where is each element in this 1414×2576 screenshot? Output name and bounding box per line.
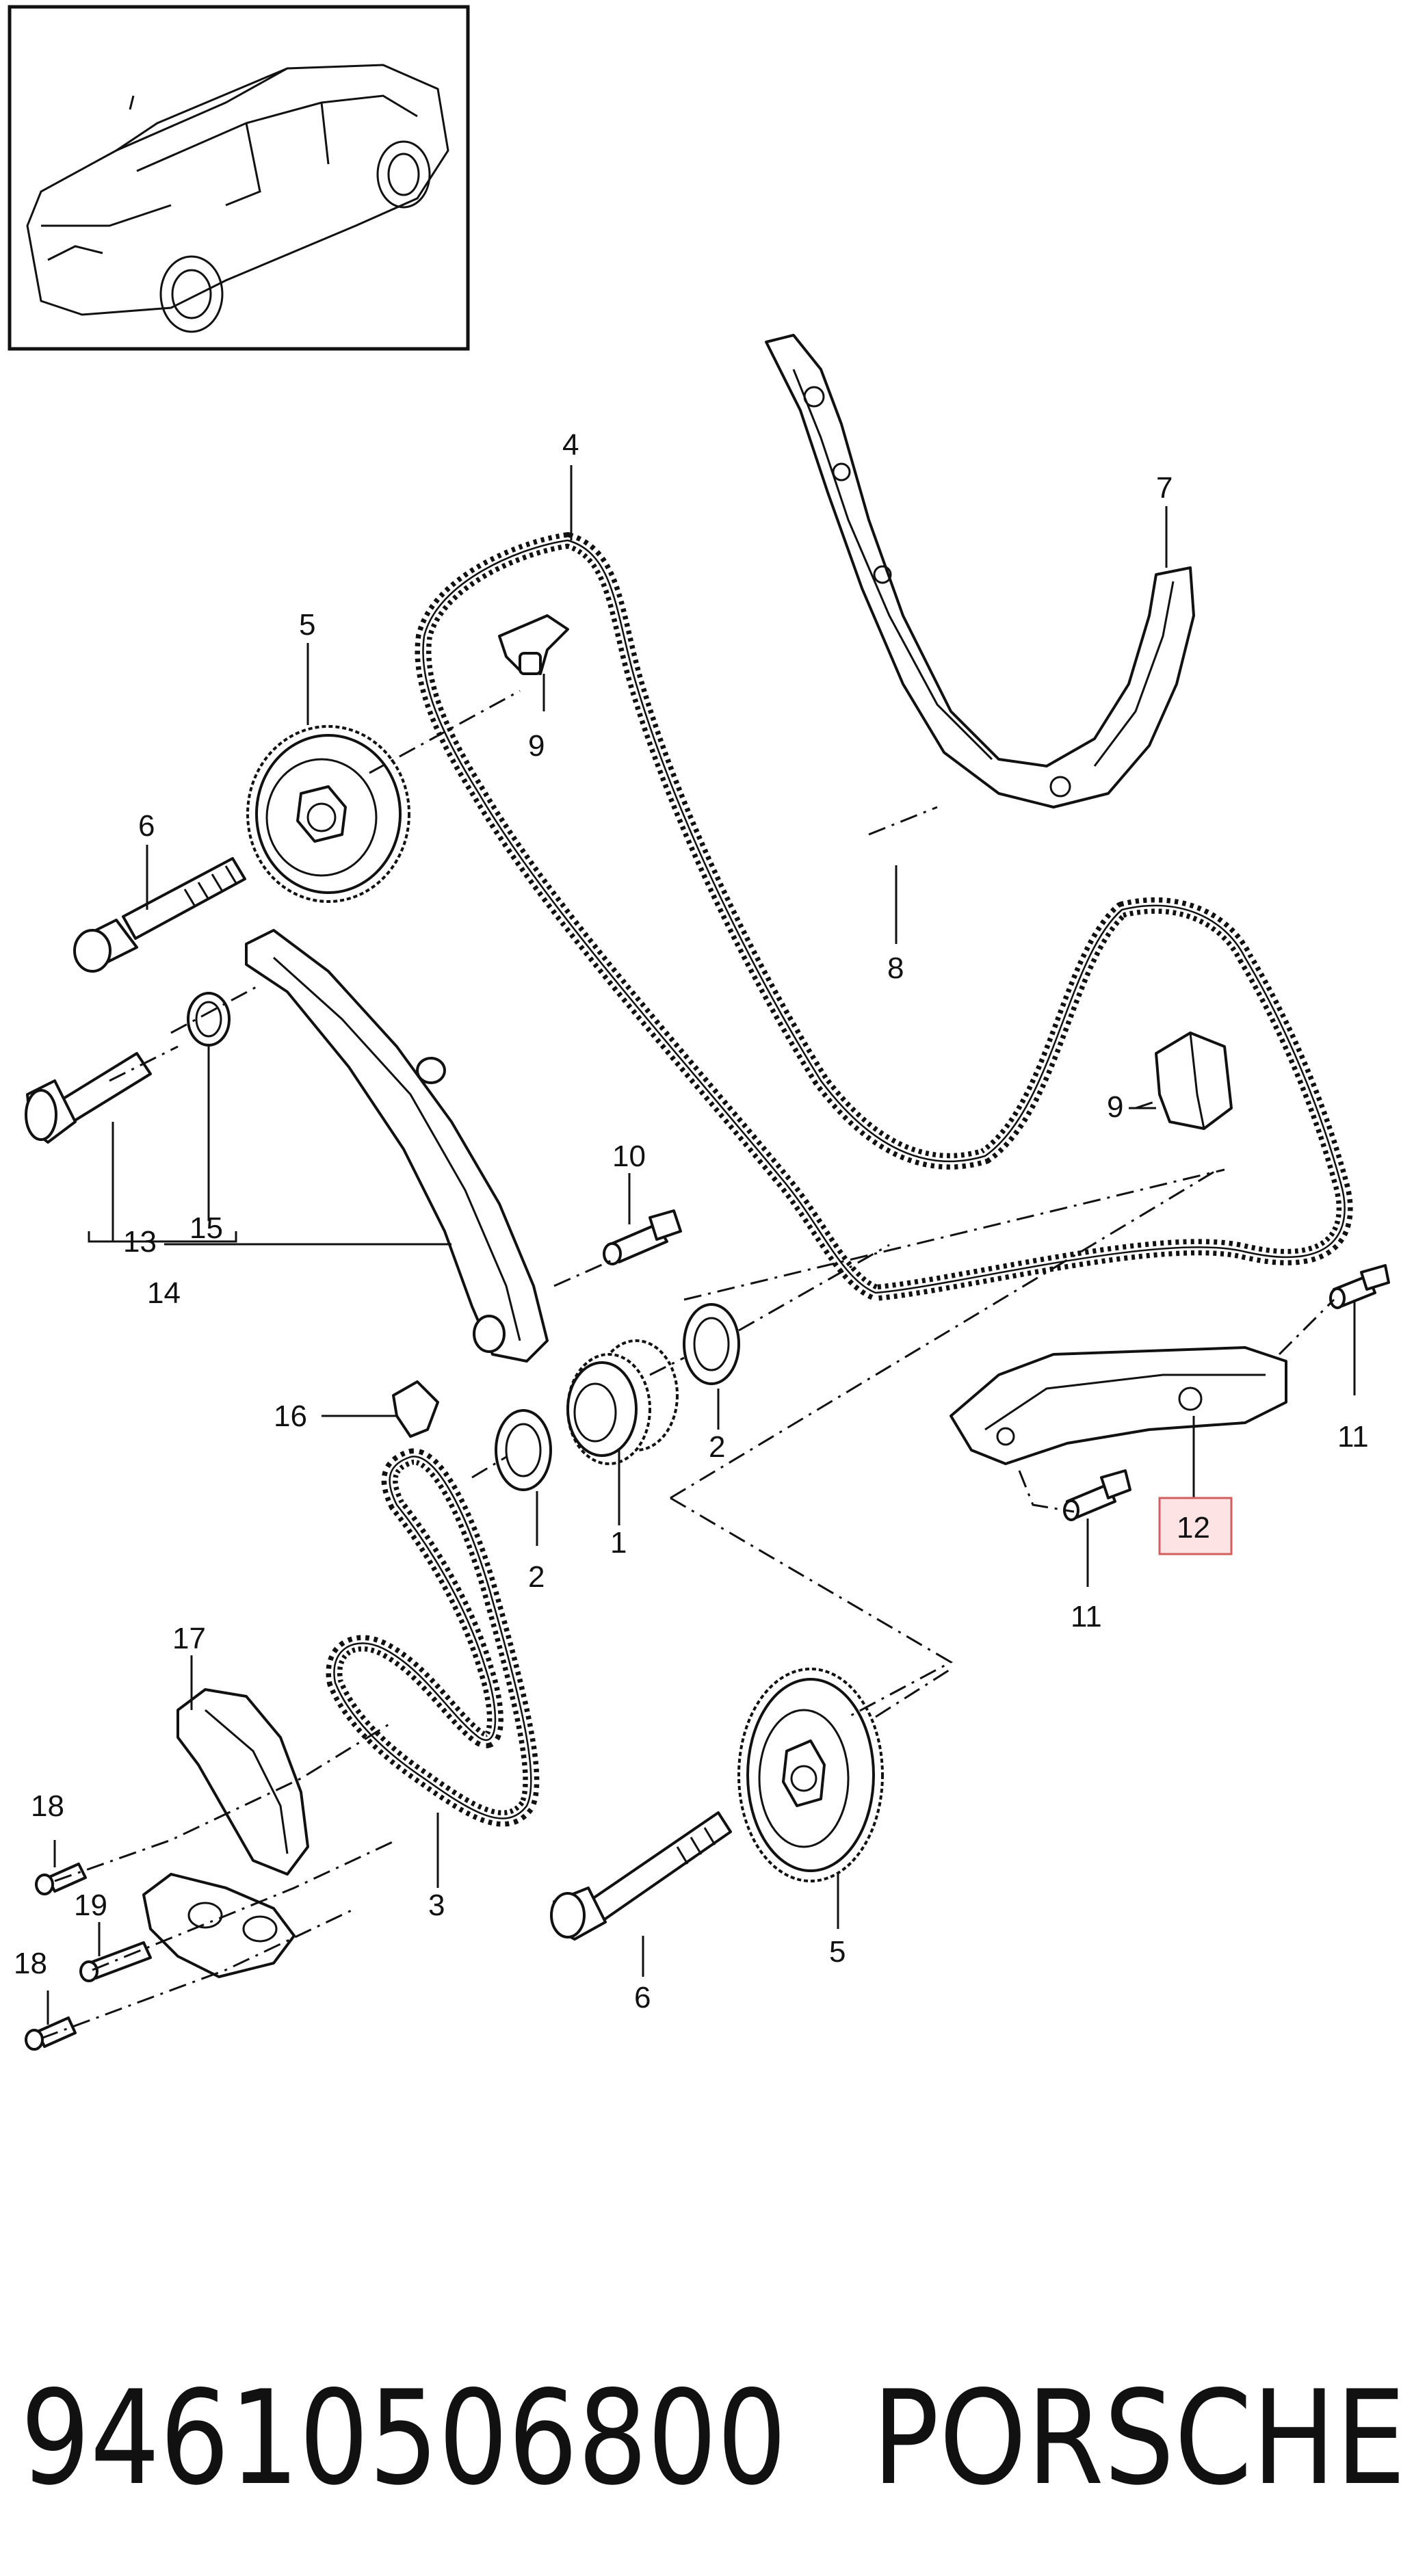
callout-12[interactable]: 12 — [1177, 1511, 1210, 1545]
callout-18[interactable]: 18 — [14, 1947, 47, 1980]
callout-7[interactable]: 7 — [1156, 471, 1173, 505]
car-thumbnail — [8, 5, 470, 351]
washer-2-right — [683, 1303, 740, 1385]
callout-4[interactable]: 4 — [562, 428, 579, 462]
brand-name: PORSCHE — [872, 2363, 1406, 2514]
callout-15[interactable]: 15 — [189, 1211, 223, 1245]
camshaft-sprocket-5-top — [246, 725, 410, 903]
tensioner-rail-13 — [245, 929, 549, 1363]
bolt-18-lower — [25, 2016, 77, 2051]
guide-rail-7 — [765, 334, 1195, 809]
camshaft-sprocket-5-lower — [737, 1668, 884, 1882]
callout-18[interactable]: 18 — [31, 1789, 64, 1823]
bolt-6-top — [73, 857, 246, 973]
ring-15 — [187, 992, 231, 1047]
callout-8[interactable]: 8 — [887, 951, 904, 985]
timing-chain-4 — [415, 532, 1353, 1301]
timing-chain-3 — [326, 1448, 540, 1827]
tensioner-17 — [142, 1688, 309, 1978]
crank-sprocket-1 — [566, 1339, 679, 1465]
guide-rail-12 — [950, 1346, 1287, 1465]
callout-5[interactable]: 5 — [299, 608, 315, 642]
bolt-6-lower — [550, 1811, 732, 1941]
assembly-axes — [40, 689, 1335, 2040]
callout-1[interactable]: 1 — [610, 1526, 627, 1560]
stud-10 — [603, 1209, 682, 1265]
bolt-19 — [79, 1941, 152, 1982]
callout-14[interactable]: 14 — [147, 1276, 181, 1310]
car-illustration-icon — [26, 64, 449, 333]
callout-2[interactable]: 2 — [528, 1560, 545, 1594]
callout-12-highlight — [1158, 1497, 1233, 1555]
footer: 94610506800 PORSCHE — [21, 2363, 1406, 2514]
callout-labels: 4 7 5 9 6 8 9 10 15 14 13 11 16 2 12 2 1… — [14, 428, 1369, 2014]
part-number: 94610506800 — [21, 2363, 787, 2514]
stud-11-right — [1329, 1264, 1390, 1309]
callout-6[interactable]: 6 — [138, 809, 155, 843]
stud-11-lower — [1063, 1469, 1131, 1521]
callout-3[interactable]: 3 — [428, 1889, 445, 1922]
chain-pad-9-top — [498, 614, 569, 675]
pivot-bolt-14 — [25, 1052, 152, 1144]
callout-16[interactable]: 16 — [274, 1399, 307, 1433]
pad-16 — [392, 1380, 439, 1438]
callout-9[interactable]: 9 — [528, 729, 545, 763]
callout-11[interactable]: 11 — [1071, 1600, 1102, 1633]
callout-2[interactable]: 2 — [709, 1430, 725, 1464]
callout-9[interactable]: 9 — [1107, 1090, 1123, 1124]
callout-5[interactable]: 5 — [829, 1935, 846, 1969]
callout-13[interactable]: 13 — [123, 1225, 157, 1259]
washer-2-left — [495, 1409, 552, 1491]
callout-10[interactable]: 10 — [612, 1140, 646, 1173]
chain-pad-9-right — [1155, 1031, 1233, 1130]
callout-17[interactable]: 17 — [172, 1622, 206, 1655]
leader-lines — [47, 465, 1356, 2025]
callout-11[interactable]: 11 — [1337, 1420, 1369, 1454]
callout-19[interactable]: 19 — [74, 1889, 107, 1922]
callout-6[interactable]: 6 — [634, 1981, 651, 2014]
